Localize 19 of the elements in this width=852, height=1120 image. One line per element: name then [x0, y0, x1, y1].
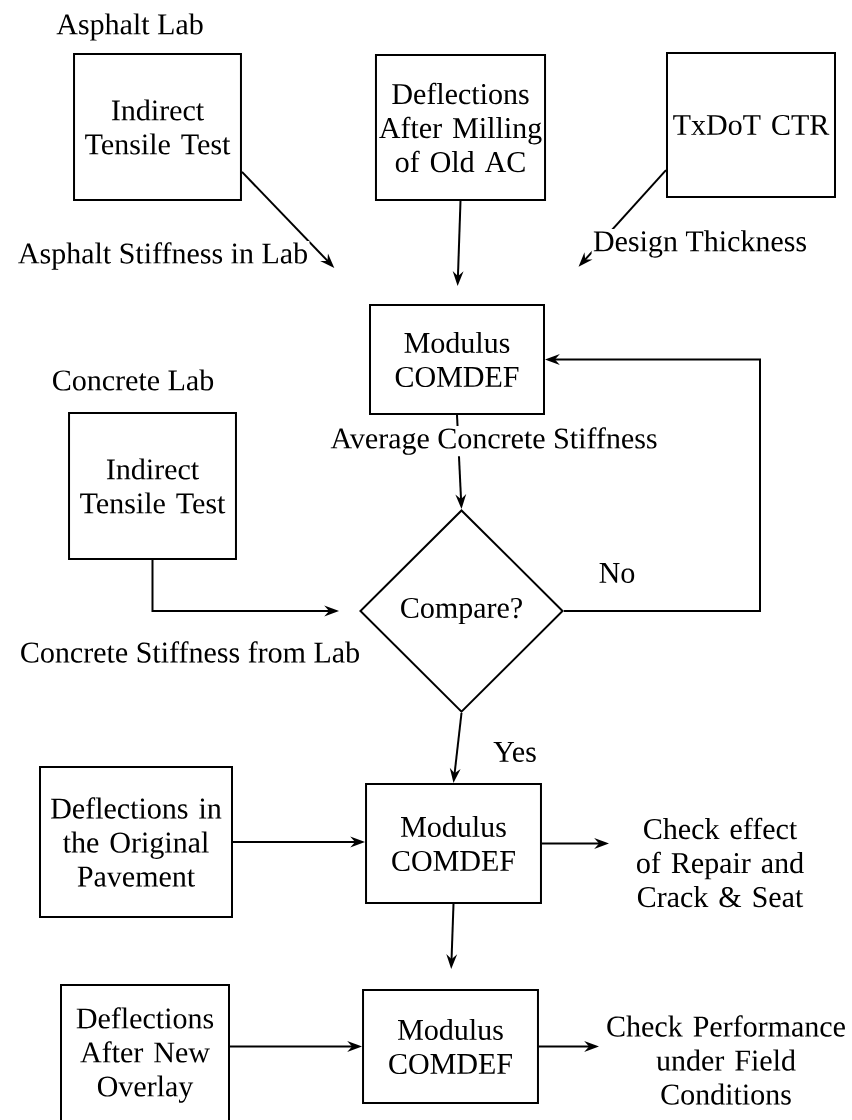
lab-label: Concrete Lab — [53, 369, 214, 391]
edge-label: Average Concrete Stiffness — [329, 425, 659, 457]
lab-label: Asphalt Lab — [56, 13, 203, 41]
process-box: Deflections After New Overlay — [60, 984, 230, 1120]
process-box: Deflections After Milling of Old AC — [374, 53, 547, 202]
process-box: Indirect Tensile Test — [73, 53, 242, 201]
edge-label: Asphalt Stiffness in Lab — [16, 240, 310, 272]
edge-label: Design Thickness — [591, 229, 809, 259]
process-box: Modulus COMDEF — [365, 783, 542, 904]
edge-label: Concrete Stiffness from Lab — [18, 639, 362, 665]
result-text: Check Performance under Field Conditions — [607, 1015, 845, 1105]
result-text: Check effect of Repair and Crack & Seat — [637, 817, 804, 908]
process-box: Deflections in the Original Pavement — [39, 766, 233, 918]
edge-label: Yes — [491, 740, 539, 764]
process-box: Indirect Tensile Test — [68, 412, 237, 560]
process-box: TxDoT CTR — [666, 52, 836, 198]
process-box: Modulus COMDEF — [369, 303, 545, 416]
process-box: Modulus COMDEF — [362, 988, 539, 1105]
edge-label: No — [597, 561, 637, 585]
